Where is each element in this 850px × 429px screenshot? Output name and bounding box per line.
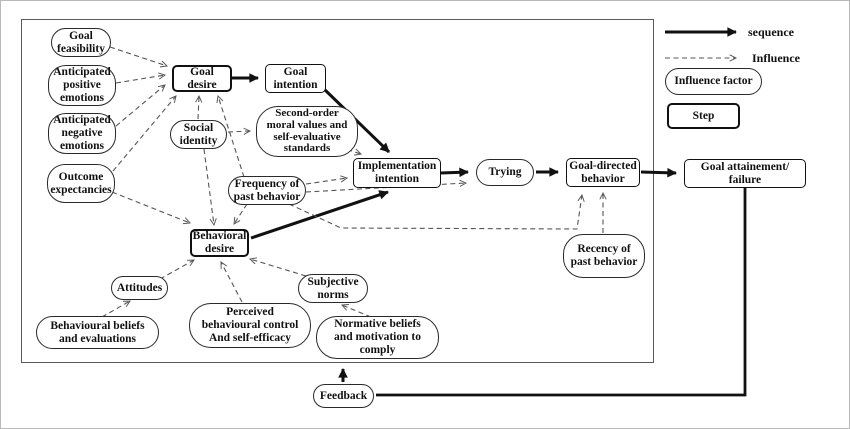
edge-frequency-to-behavioral-desire <box>233 203 248 225</box>
node-goal-desire: Goal desire <box>172 65 232 92</box>
edge-frequency-to-goal-desire <box>216 94 245 178</box>
node-trying: Trying <box>476 159 534 186</box>
legend-sequence-label: sequence <box>748 25 794 39</box>
edge-frequency-to-implementation <box>305 175 349 185</box>
node-subjective-norms: Subjective norms <box>298 274 368 303</box>
edge-behavioral-desire-to-implementation <box>250 190 389 240</box>
edge-implementation-to-trying <box>440 167 469 178</box>
edge-attainment-to-feedback <box>376 188 747 397</box>
node-behavioural-beliefs: Behavioural beliefs and evaluations <box>36 316 159 349</box>
node-social-identity: Social identity <box>170 120 227 149</box>
node-frequency-of-past-behavior: Frequency of past behavior <box>228 176 306 205</box>
edge-outcome-to-behavioral-desire <box>111 191 191 225</box>
node-outcome-expectancies: Outcome expectancies <box>47 164 115 203</box>
edge-social-to-second-order <box>227 127 252 135</box>
model-boundary-box <box>21 19 654 363</box>
legend-step-shape: Step <box>667 103 740 129</box>
edge-outcome-to-goal-desire <box>112 95 177 172</box>
node-recency-of-past-behavior: Recency of past behavior <box>563 234 645 278</box>
node-goal-intention: Goal intention <box>265 64 326 93</box>
node-second-order-moral-values: Second-order moral values and self-evalu… <box>256 106 358 157</box>
edge-social-to-goal-desire <box>195 94 203 120</box>
node-goal-feasibility: Goal feasibility <box>51 28 111 57</box>
edge-perceived-control-to-behavioral-desire <box>220 261 243 303</box>
edge-beliefs-to-attitudes <box>101 300 131 318</box>
node-normative-beliefs: Normative beliefs and motivation to comp… <box>316 316 439 359</box>
node-goal-attainment-failure: Goal attainement/ failure <box>684 159 806 188</box>
edge-subjective-norms-to-behavioral-desire <box>248 257 307 277</box>
node-anticipated-positive-emotions: Anticipated positive emotions <box>48 65 116 106</box>
node-goal-directed-behavior: Goal-directed behavior <box>566 158 640 187</box>
edge-normative-to-subjective-norms <box>341 304 372 318</box>
edge-feasibility-to-goal-desire <box>109 46 169 68</box>
edge-social-to-behavioral-desire <box>203 148 217 227</box>
legend-influence-factor-shape: Influence factor <box>665 68 762 95</box>
edge-frequency-to-goal-directed <box>288 193 585 230</box>
edge-negative-emotions-to-goal-desire <box>115 84 166 127</box>
node-anticipated-negative-emotions: Anticipated negative emotions <box>48 113 116 154</box>
edge-positive-emotions-to-goal-desire <box>115 72 167 84</box>
legend-influence-label: Influence <box>752 51 800 65</box>
edge-attitudes-to-behavioral-desire <box>159 259 195 280</box>
node-behavioral-desire: Behavioral desire <box>190 229 249 257</box>
edge-goal-directed-to-attainment <box>640 167 677 178</box>
node-perceived-behavioural-control: Perceived behavioural control And self-e… <box>189 303 311 348</box>
node-attitudes: Attitudes <box>111 276 168 300</box>
node-implementation-intention: Implementation intention <box>353 158 441 188</box>
node-feedback: Feedback <box>313 384 374 408</box>
